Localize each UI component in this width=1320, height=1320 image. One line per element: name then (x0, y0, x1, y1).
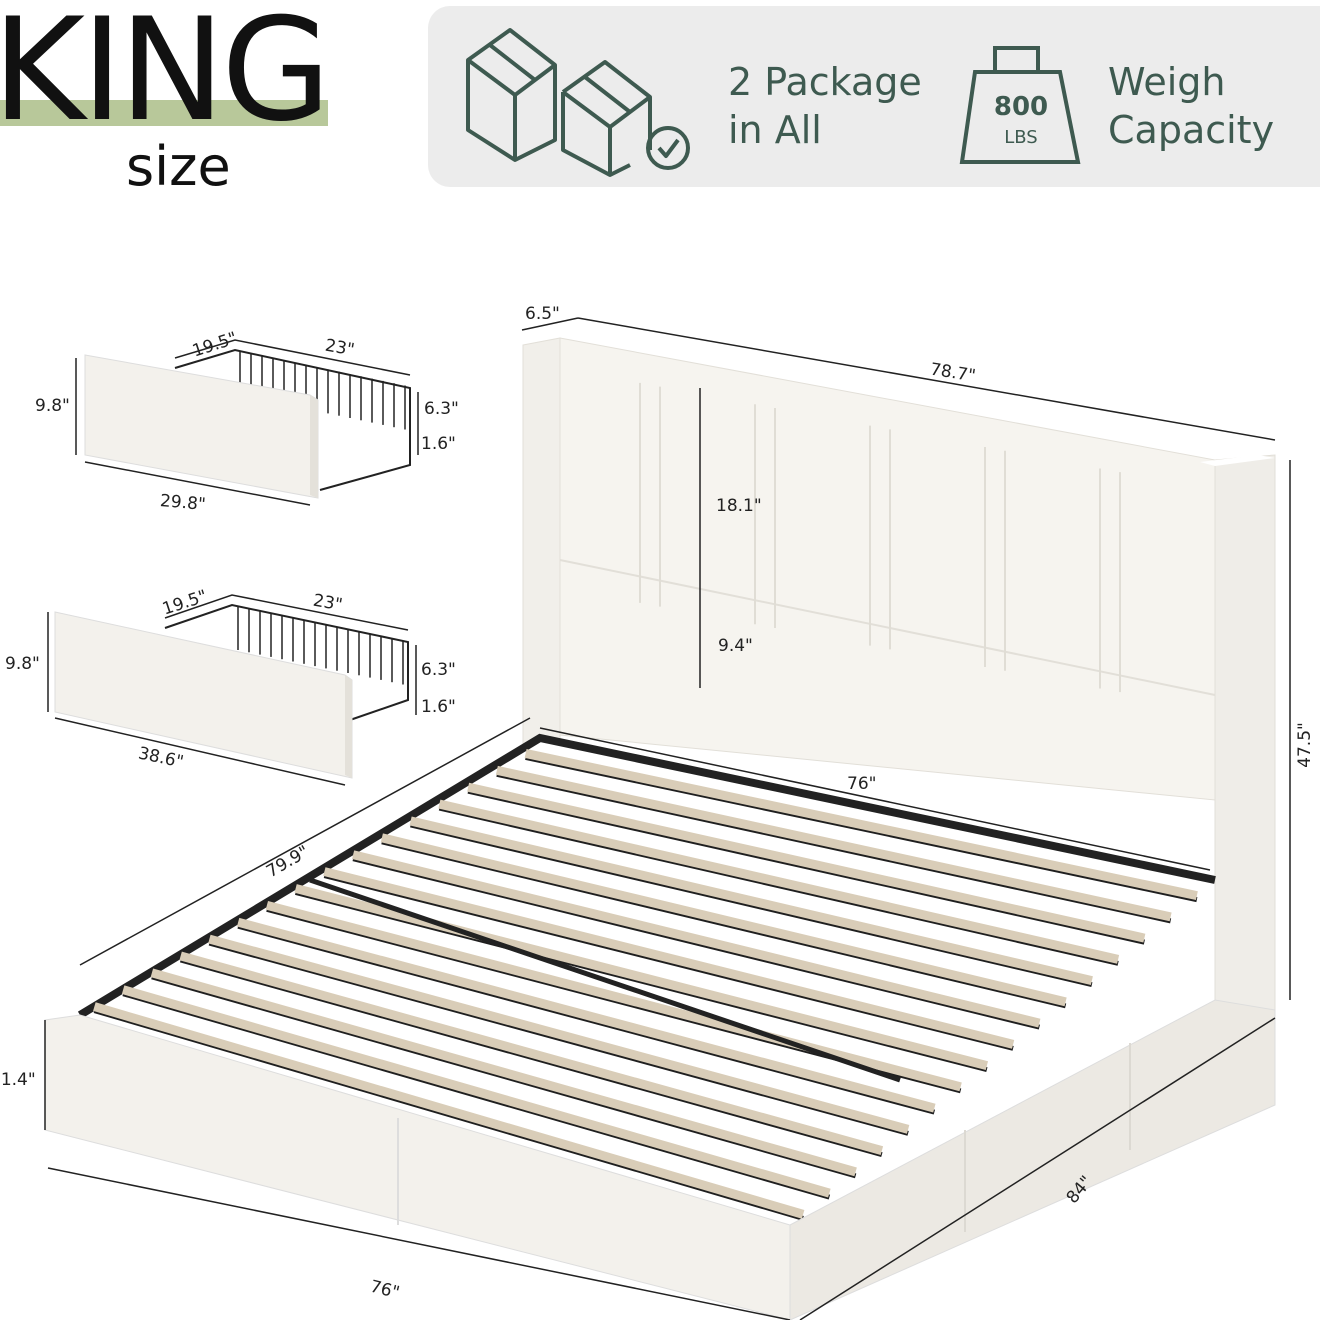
weight-value: 800 (994, 92, 1048, 122)
dimension-lines (44, 317, 1291, 1320)
packages-check-icon (466, 28, 690, 177)
slat (323, 867, 1015, 1049)
slat (93, 1002, 805, 1219)
bed (44, 337, 1276, 1320)
drawer2-basket-height: 6.3" (421, 660, 456, 680)
slat (179, 951, 884, 1155)
slat (236, 917, 936, 1113)
packages-line1: 2 Package (728, 60, 922, 104)
side-height: 11.4" (0, 1070, 36, 1090)
center-rail (309, 877, 901, 1083)
drawer1-front-height: 9.8" (35, 396, 70, 416)
packages-text: 2 Package in All (728, 58, 922, 154)
drawer2-front-height: 9.8" (5, 654, 40, 674)
weight-unit: LBS (1004, 127, 1038, 148)
capacity-line1: Weigh (1108, 60, 1226, 104)
capacity-line2: Capacity (1108, 108, 1275, 152)
slat (121, 985, 831, 1198)
total-height: 47.5" (1294, 722, 1315, 768)
drawer-small (84, 348, 411, 499)
headboard-upper-height: 18.1" (716, 496, 762, 516)
slat (380, 833, 1067, 1007)
packages-line2: in All (728, 108, 822, 152)
slat (409, 816, 1093, 986)
slat (265, 900, 962, 1092)
feature-icons: 800 LBS (466, 28, 1081, 177)
wing-depth: 6.5" (525, 304, 560, 324)
size-subtitle: size (126, 135, 231, 198)
size-title: KING (0, 0, 331, 153)
slat (495, 765, 1172, 922)
inner-width: 76" (847, 774, 877, 794)
slat (438, 799, 1120, 964)
drawer2-wheel-height: 1.6" (421, 697, 456, 717)
headboard-lower-height: 9.4" (718, 636, 753, 656)
drawer1-wheel-height: 1.6" (421, 434, 456, 454)
drawer1-basket-height: 6.3" (424, 399, 459, 419)
slat (467, 782, 1146, 943)
capacity-text: Weigh Capacity (1108, 58, 1274, 154)
slat (294, 884, 988, 1070)
drawer1-front-width: 29.8" (159, 491, 207, 515)
slat (524, 749, 1198, 901)
slat (352, 850, 1041, 1028)
drawer-large (54, 603, 409, 779)
king-underline-bar (0, 100, 328, 126)
slat (150, 968, 857, 1177)
weight-icon (959, 46, 1081, 164)
slat (208, 934, 910, 1134)
